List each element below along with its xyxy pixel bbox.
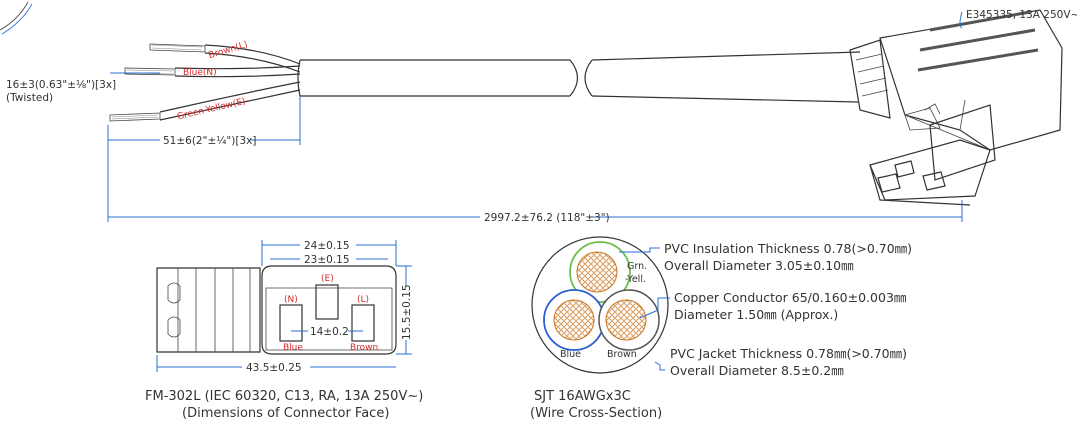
svg-text:16±3(0.63"±⅛")[3x]: 16±3(0.63"±⅛")[3x]	[6, 79, 116, 91]
connector-face-drawing: (N) (E) (L) Blue Brown 24±0.15 23±0.15 1…	[145, 240, 423, 421]
face-caption-sub: (Dimensions of Connector Face)	[182, 406, 389, 421]
strain-relief	[156, 267, 261, 353]
face-outline	[261, 265, 397, 355]
cable-jacket	[297, 51, 861, 103]
section-caption-sub: (Wire Cross-Section)	[530, 406, 662, 421]
wire-blue	[543, 289, 605, 351]
cable-assembly: Brown(L) Blue(N) Green-Yellow(E) E345335…	[0, 1, 1077, 224]
svg-text:Copper Conductor 65/0.160±0.00: Copper Conductor 65/0.160±0.003㎜	[674, 290, 907, 305]
cross-section-drawing: Grn. -Yell. Blue Brown PVC Insulation Th…	[530, 236, 912, 421]
face-caption: FM-302L (IEC 60320, C13, RA, 13A 250V~)	[145, 389, 423, 404]
svg-text:2997.2±76.2 (118"±3"): 2997.2±76.2 (118"±3")	[484, 212, 610, 224]
svg-text:Diameter 1.50㎜ (Approx.): Diameter 1.50㎜ (Approx.)	[674, 307, 838, 322]
svg-text:Blue: Blue	[560, 349, 581, 360]
section-caption: SJT 16AWGx3C	[534, 389, 631, 404]
svg-text:PVC Jacket Thickness 0.78㎜(>0.: PVC Jacket Thickness 0.78㎜(>0.70㎜)	[670, 346, 907, 361]
svg-text:Grn.: Grn.	[627, 261, 647, 272]
svg-text:(N): (N)	[284, 295, 298, 305]
dim-total: 2997.2±76.2 (118"±3")	[108, 200, 963, 224]
svg-text:Brown: Brown	[350, 343, 378, 353]
insulated-leads	[159, 44, 301, 121]
svg-text:Overall Diameter 8.5±0.2㎜: Overall Diameter 8.5±0.2㎜	[670, 363, 844, 378]
svg-text:(L): (L)	[357, 295, 369, 305]
svg-text:23±0.15: 23±0.15	[304, 254, 350, 266]
dim-strip: 16±3(0.63"±⅛")[3x] (Twisted)	[6, 72, 160, 104]
svg-text:24±0.15: 24±0.15	[304, 240, 350, 252]
svg-text:(E): (E)	[321, 274, 334, 284]
cert-label: E345335, 13A 250V~	[966, 9, 1077, 21]
svg-text:43.5±0.25: 43.5±0.25	[246, 362, 302, 374]
stripped-ends	[109, 43, 206, 122]
wire-green-yellow	[569, 241, 631, 303]
svg-text:Overall Diameter 3.05±0.10㎜: Overall Diameter 3.05±0.10㎜	[664, 258, 854, 273]
svg-text:Blue: Blue	[283, 343, 303, 353]
svg-text:-Yell.: -Yell.	[625, 274, 646, 285]
svg-text:(Twisted): (Twisted)	[6, 92, 53, 104]
pin-l	[351, 304, 375, 342]
svg-text:14±0.2: 14±0.2	[310, 326, 349, 338]
svg-text:Brown: Brown	[607, 349, 637, 360]
svg-text:PVC Insulation Thickness 0.78(: PVC Insulation Thickness 0.78(>0.70㎜)	[664, 241, 912, 256]
svg-text:15.5±0.15: 15.5±0.15	[401, 284, 413, 340]
wire-brown	[598, 289, 660, 351]
pin-e	[315, 284, 339, 320]
svg-text:51±6(2"±¼")[3x]: 51±6(2"±¼")[3x]	[163, 135, 256, 147]
label-blue-lead: Blue(N)	[183, 68, 217, 78]
pin-n	[279, 304, 303, 342]
iec-c13-connector	[849, 9, 1063, 206]
corner-wire-fragment	[0, 1, 29, 31]
label-brown-lead: Brown(L)	[207, 40, 248, 61]
dim-lead: 51±6(2"±¼")[3x]	[107, 96, 301, 222]
jacket-circle	[531, 236, 669, 374]
